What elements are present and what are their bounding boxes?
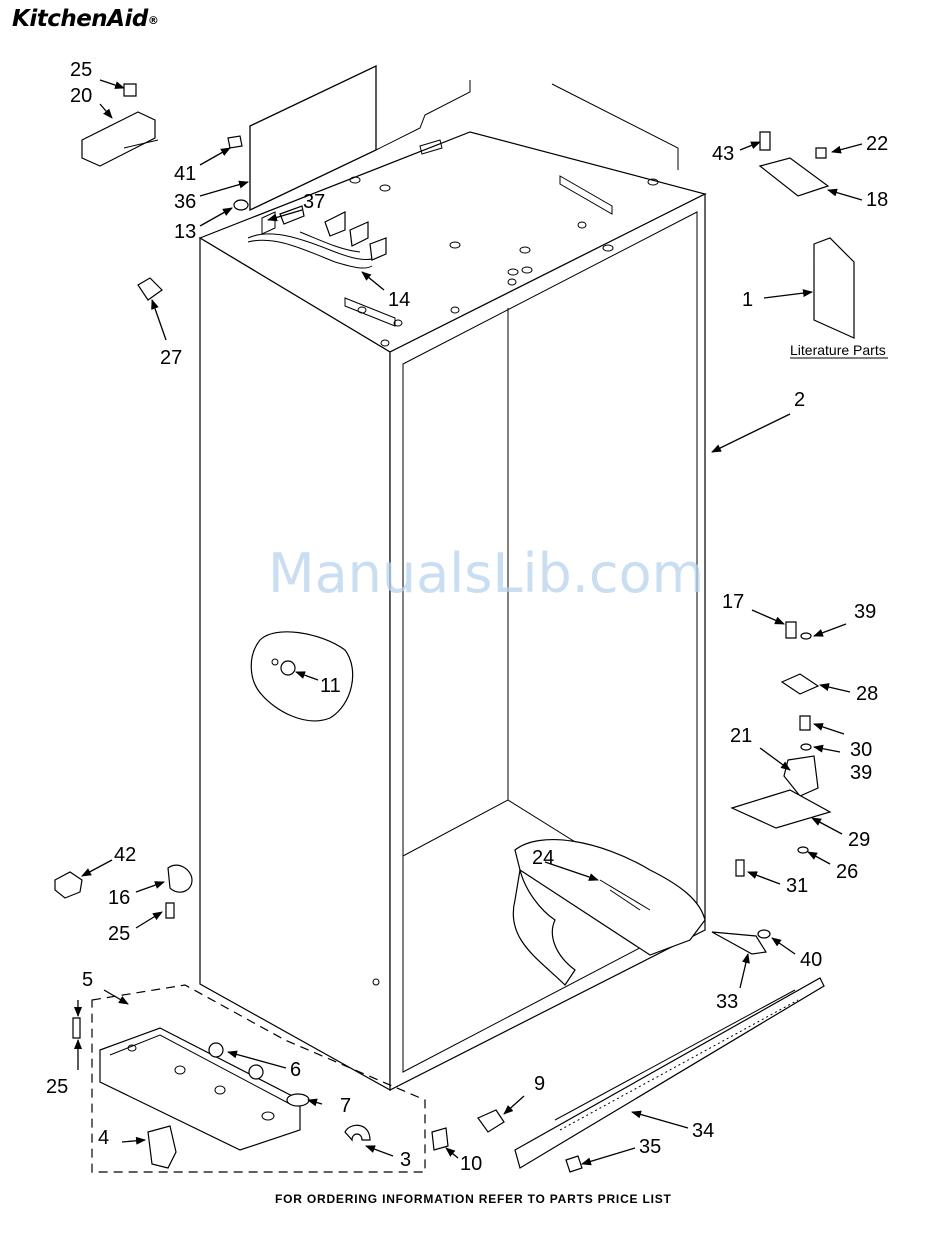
washer-part-26 (798, 847, 808, 853)
callout-31: 31 (786, 875, 808, 897)
switch-part-10 (432, 1128, 448, 1150)
fitting-part-42 (55, 872, 82, 898)
literature-parts (814, 238, 854, 338)
hinge-part-18 (760, 158, 828, 196)
roller-part (148, 1126, 176, 1168)
callout-27: 27 (160, 347, 182, 369)
callout-25-mid: 25 (108, 923, 130, 945)
bushing-part-6b (249, 1065, 263, 1079)
callout-10: 10 (460, 1153, 482, 1175)
screw-part-31 (736, 860, 744, 876)
callout-29: 29 (848, 829, 870, 851)
callout-30: 30 (850, 739, 872, 761)
screw-part-43 (760, 132, 770, 150)
hinge-plate-29 (732, 790, 830, 828)
callout-39-top: 39 (854, 601, 876, 623)
callout-16: 16 (108, 887, 130, 909)
callout-5: 5 (82, 969, 93, 991)
callout-34: 34 (692, 1120, 714, 1142)
bracket-part-20 (82, 112, 155, 166)
clamp-part-16 (168, 865, 192, 892)
screw-part-22 (816, 148, 826, 158)
callout-6: 6 (290, 1059, 301, 1081)
toe-grille (515, 978, 824, 1168)
callout-13: 13 (174, 221, 196, 243)
screw-part-35 (566, 1156, 582, 1172)
callout-40: 40 (800, 949, 822, 971)
callout-4: 4 (98, 1127, 109, 1149)
callout-17: 17 (722, 591, 744, 613)
callout-20: 20 (70, 85, 92, 107)
callout-22: 22 (866, 133, 888, 155)
screw-part-25-mid (166, 903, 174, 918)
seal-ring (287, 1094, 309, 1106)
base-plate (100, 1028, 300, 1150)
callout-24: 24 (532, 847, 554, 869)
callout-43: 43 (712, 143, 734, 165)
callout-9: 9 (534, 1073, 545, 1095)
callout-37: 37 (303, 191, 325, 213)
bracket-part-9 (478, 1110, 504, 1132)
callout-26: 26 (836, 861, 858, 883)
bushing-part-30 (800, 716, 810, 730)
callout-41: 41 (174, 163, 196, 185)
washer-part-39b (801, 744, 811, 750)
callout-39-low: 39 (850, 762, 872, 784)
brand-logo: KitchenAid® (12, 6, 158, 32)
callout-11: 11 (320, 675, 341, 697)
callout-25-low: 25 (46, 1076, 68, 1098)
roller-clip (345, 1125, 370, 1140)
screw-part-25-low (73, 1018, 80, 1038)
callout-35: 35 (639, 1136, 661, 1158)
callout-1: 1 (742, 289, 753, 311)
pin-part-17 (786, 622, 796, 638)
footer-note: FOR ORDERING INFORMATION REFER TO PARTS … (275, 1192, 672, 1206)
callout-42: 42 (114, 844, 136, 866)
callout-33: 33 (716, 991, 738, 1013)
clip-part-27 (138, 278, 162, 300)
callout-21: 21 (730, 725, 752, 747)
callout-25-top: 25 (70, 59, 92, 81)
watermark: ManualsLib.com (268, 542, 704, 605)
plug-part (281, 661, 295, 675)
washer-part-39a (801, 633, 811, 639)
callout-7: 7 (340, 1095, 351, 1117)
callout-14: 14 (388, 289, 410, 311)
bracket-part-28 (782, 674, 818, 694)
callout-2: 2 (794, 389, 805, 411)
screw-part-41 (228, 136, 242, 148)
callout-3: 3 (400, 1149, 411, 1171)
callout-18: 18 (866, 189, 888, 211)
screw-part-25-top (124, 84, 136, 96)
washer-part-40 (758, 930, 770, 938)
callout-28: 28 (856, 683, 878, 705)
literature-parts-label: Literature Parts (790, 342, 886, 358)
bushing-part-6a (209, 1043, 223, 1057)
plug-part-13 (234, 200, 248, 210)
callout-36: 36 (174, 191, 196, 213)
